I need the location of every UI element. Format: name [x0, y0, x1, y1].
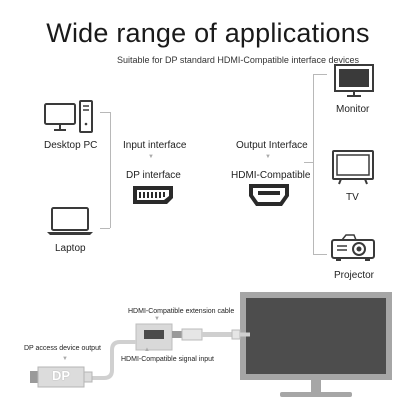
- left-bracket-line: [110, 112, 111, 228]
- right-bracket-line: [313, 74, 314, 254]
- laptop-icon: [47, 207, 93, 235]
- laptop-label: Laptop: [55, 243, 86, 254]
- dp-plug-illustration: [30, 366, 93, 388]
- dp-output-arrow-icon: ▼: [62, 356, 68, 362]
- signal-input-arrow-icon: ▲: [144, 347, 150, 353]
- hdmi-cable-illustration: [90, 323, 250, 380]
- left-bracket-top: [100, 112, 110, 113]
- desktop-pc-icon: [44, 100, 93, 133]
- page-title: Wide range of applications: [46, 18, 370, 48]
- cable-arrow-icon: ▼: [154, 316, 160, 322]
- output-interface-heading: Output Interface: [236, 140, 308, 151]
- dp-port-icon: [133, 186, 173, 204]
- right-bracket-stem: [304, 162, 313, 163]
- monitor-icon: [334, 64, 374, 97]
- desktop-pc-label: Desktop PC: [44, 140, 98, 151]
- tv-label: TV: [346, 192, 359, 203]
- projector-icon: [331, 234, 375, 261]
- projector-label: Projector: [334, 270, 375, 281]
- tv-icon: [332, 150, 374, 185]
- left-bracket-bottom: [100, 228, 110, 229]
- extension-cable-label: HDMI-Compatible extension cable: [128, 308, 235, 315]
- output-arrow-icon: ▼: [265, 154, 271, 160]
- dp-interface-label: DP interface: [126, 170, 181, 181]
- dp-plug-text: DP: [52, 368, 71, 383]
- dp-device-output-label: DP access device output: [24, 345, 101, 352]
- hdmi-compatible-label: HDMI-Compatible: [231, 170, 311, 181]
- large-monitor-illustration: [240, 292, 392, 397]
- input-interface-heading: Input interface: [123, 140, 187, 151]
- right-bracket-top: [313, 74, 327, 75]
- page-subtitle: Suitable for DP standard HDMI-Compatible…: [117, 55, 359, 65]
- right-bracket-bottom: [313, 254, 327, 255]
- input-arrow-icon: ▼: [148, 154, 154, 160]
- signal-input-label: HDMI-Compatible signal input: [121, 356, 214, 363]
- hdmi-port-icon: [249, 184, 289, 206]
- monitor-label: Monitor: [336, 104, 370, 115]
